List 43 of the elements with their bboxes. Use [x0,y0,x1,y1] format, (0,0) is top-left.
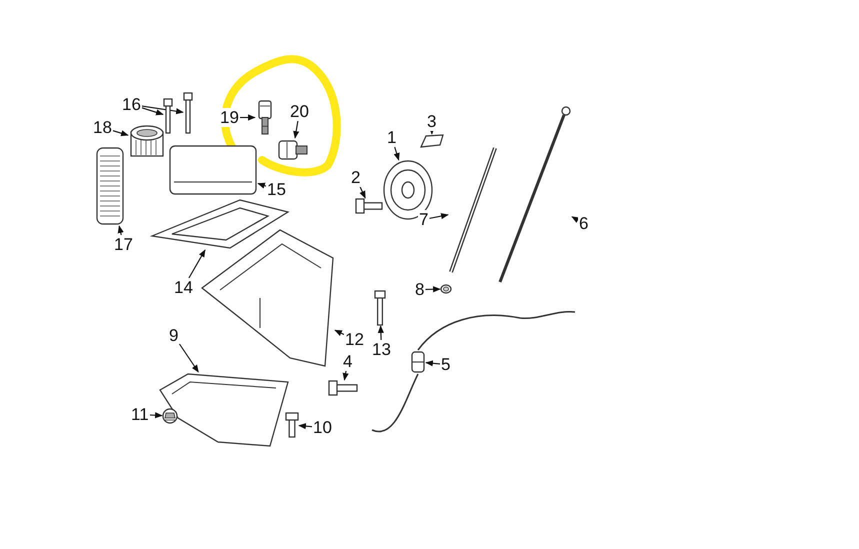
dipstick-drawing [497,105,572,285]
bolt-drawing [163,98,173,134]
bolt-drawing [355,198,383,214]
leader-line [342,370,349,381]
leader-line [142,107,164,116]
leader-line [425,286,441,292]
callout-number: 20 [289,102,310,121]
oil-pan-drawing [158,372,290,448]
leader-line [360,186,366,199]
bolt-drawing [183,92,193,134]
callout-number: 19 [219,108,240,127]
callout-number: 4 [342,352,354,371]
leader-line [118,225,124,236]
leader-line [188,249,206,278]
leader-line [425,360,440,366]
leader-line [142,106,184,114]
leader-line [571,216,580,223]
callout-number: 2 [350,168,362,187]
leader-line [378,325,384,340]
bolt-drawing [328,380,358,396]
bolt-drawing [374,290,386,326]
drain-plug-drawing [162,408,178,424]
o-ring-drawing [440,284,452,294]
callout-number: 3 [426,112,438,131]
leader-line [298,423,312,430]
gasket-drawing [150,198,290,250]
leader-line [240,114,256,121]
leader-line [150,412,163,418]
bolt-drawing [285,412,299,438]
clip-drawing [420,134,444,148]
sensor-connector-drawing [410,350,426,374]
sensor-drawing [278,138,308,162]
leader-line [112,130,129,136]
leader-line [179,344,199,373]
leader-line [429,213,449,220]
callout-number: 1 [386,128,398,147]
leader-line [293,120,300,139]
filter-cap-drawing [128,124,166,158]
dipstick-tube-drawing [448,145,498,275]
oil-filter-drawing [95,146,125,226]
leader-line [394,146,400,161]
leader-line [257,182,266,189]
leader-line [334,330,344,336]
